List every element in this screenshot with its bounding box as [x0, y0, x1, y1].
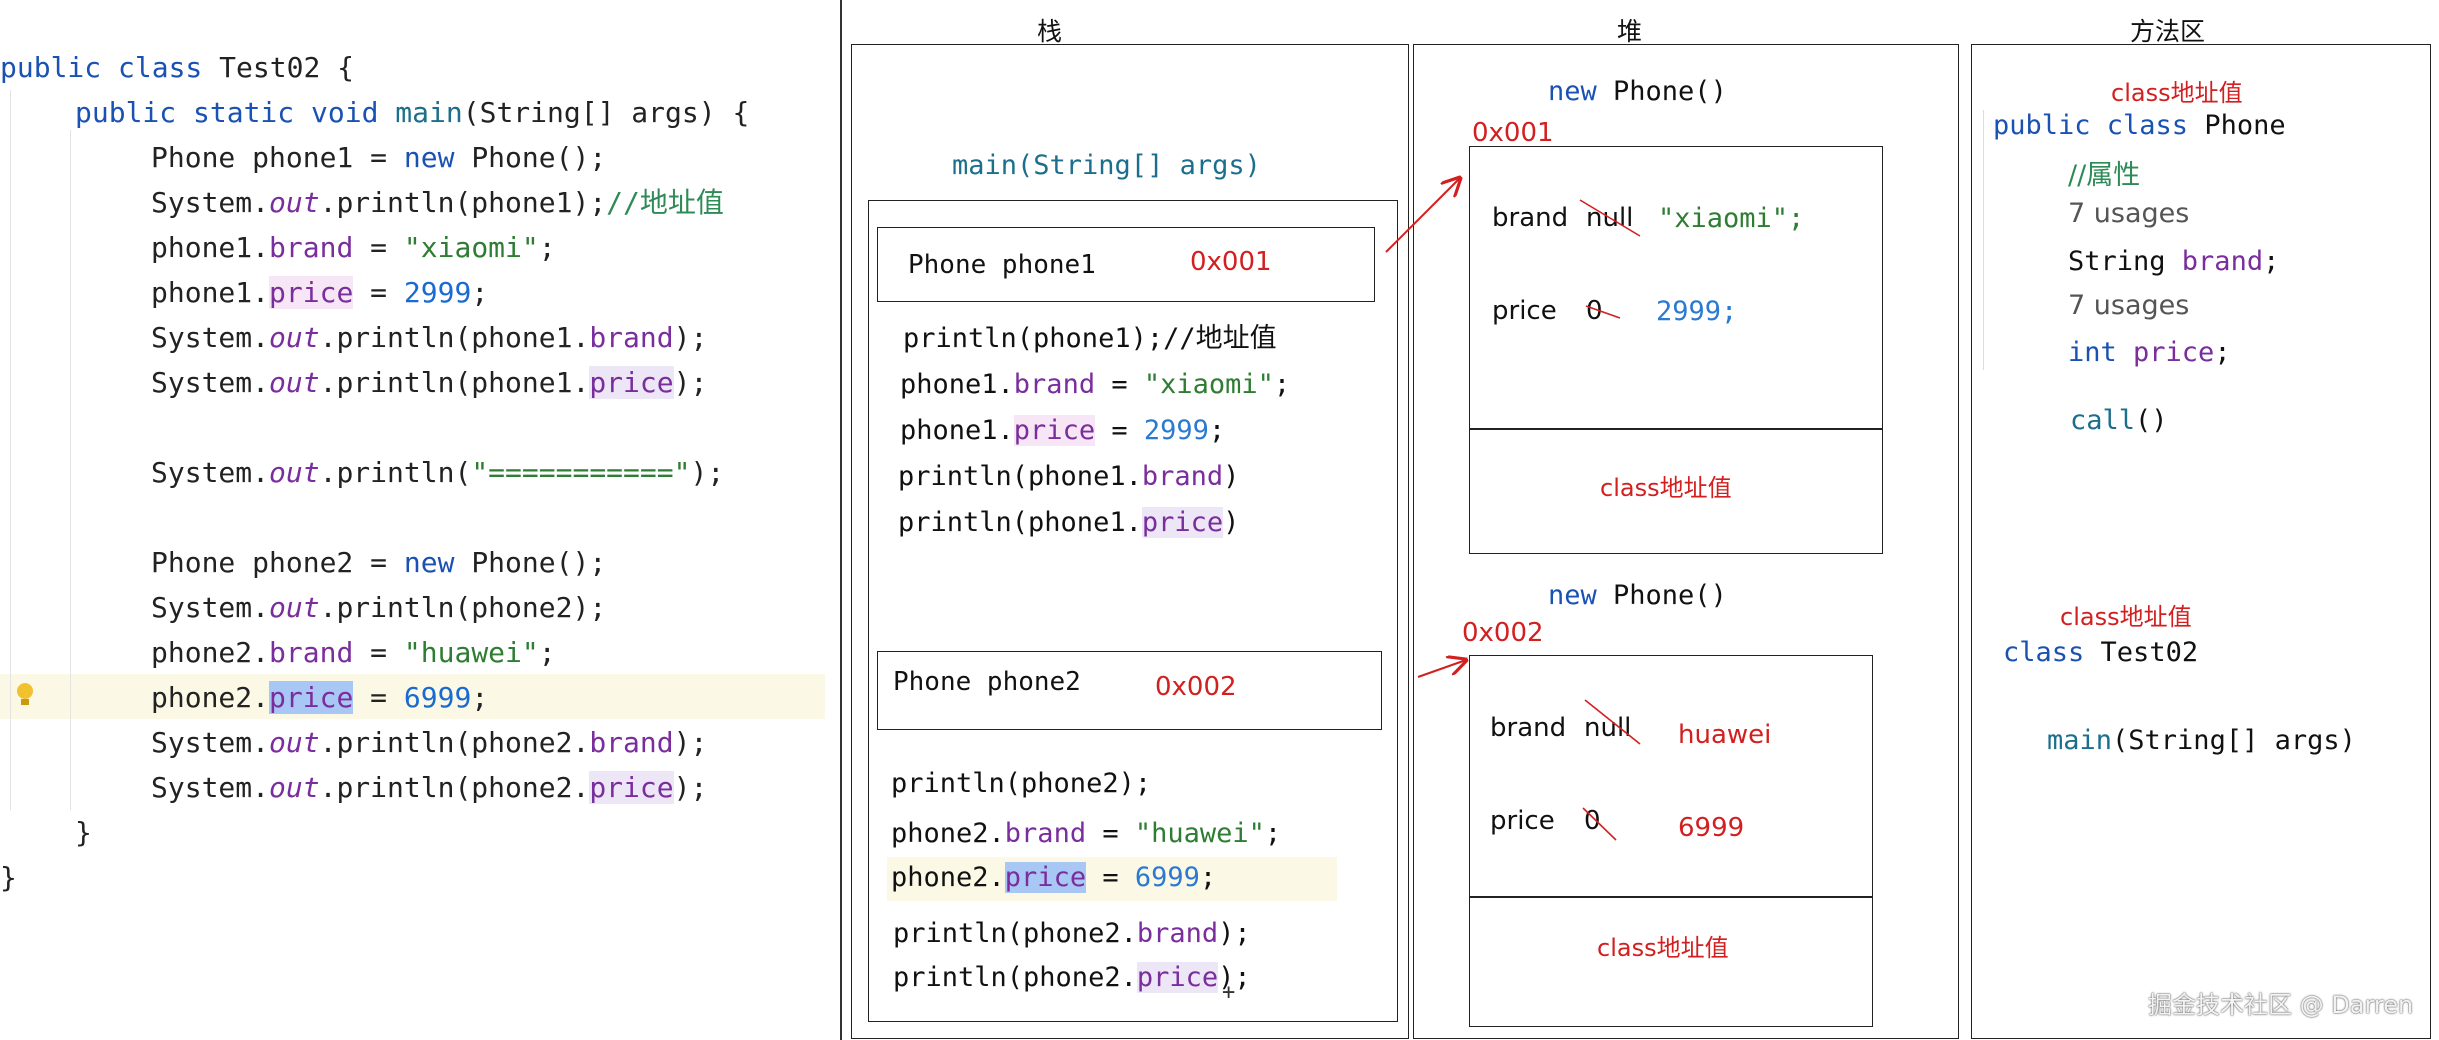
- watermark: 掘金技术社区 @ Darren: [2148, 991, 2414, 1019]
- class-guide: [1983, 110, 1984, 370]
- strike-obj1-zero: [1585, 305, 1621, 319]
- stack-line-1-3: phone1.price = 2999;: [900, 415, 1226, 446]
- stack-line-2-4: println(phone2.brand);: [893, 918, 1251, 949]
- stack-area: [851, 44, 1409, 1039]
- obj1-brand-label: brand: [1492, 203, 1569, 233]
- stack-line-2-3: phone2.price = 6999;: [891, 862, 1217, 893]
- stack-line-1-1: println(phone1);//地址值: [903, 323, 1277, 354]
- stack-line-1-4: println(phone1.brand): [898, 461, 1240, 492]
- phone-class-decl: public class Phone: [1993, 110, 2286, 141]
- var-phone1-decl: Phone phone1: [908, 250, 1096, 280]
- code-line[interactable]: Phone phone2 = new Phone();: [151, 546, 607, 579]
- stack-line-1-5: println(phone1.price): [898, 507, 1240, 538]
- test-class-addr: class地址值: [2060, 603, 2192, 631]
- obj1-header: new Phone(): [1548, 76, 1727, 107]
- var-phone1-addr: 0x001: [1190, 247, 1272, 277]
- stack-current-line-highlight: [887, 857, 1337, 901]
- obj1-price-old: 0: [1586, 296, 1603, 326]
- heap-title: 堆: [1617, 17, 1643, 46]
- code-line[interactable]: System.out.println("===========");: [151, 456, 725, 489]
- obj2-price-label: price: [1490, 806, 1555, 836]
- arrow-phone2-to-obj2: [1417, 660, 1466, 678]
- var-phone1-box: [877, 227, 1375, 302]
- obj1-price-new: 2999;: [1656, 296, 1738, 327]
- panel-divider: [840, 0, 842, 1040]
- strike-obj1-null: [1579, 199, 1641, 237]
- phone-method-call: call(): [2070, 405, 2168, 436]
- code-line[interactable]: System.out.println(phone1.price);: [151, 366, 708, 399]
- code-line[interactable]: public class Test02 {: [0, 51, 355, 84]
- main-stack-frame: [868, 200, 1398, 1022]
- obj1-price-label: price: [1492, 296, 1557, 326]
- stack-line-2-1: println(phone2);: [891, 768, 1152, 799]
- stack-line-2-5: println(phone2.price);: [893, 962, 1251, 993]
- code-line[interactable]: phone1.brand = "xiaomi";: [151, 231, 556, 264]
- code-line[interactable]: System.out.println(phone2.price);: [151, 771, 708, 804]
- code-editor[interactable]: public class Test02 { public static void…: [0, 0, 830, 1040]
- arrow-phone1-to-obj1: [1385, 178, 1460, 253]
- var-phone2-addr: 0x002: [1155, 672, 1237, 702]
- code-line[interactable]: }: [75, 816, 92, 849]
- code-line[interactable]: Phone phone1 = new Phone();: [151, 141, 607, 174]
- phone-usages-2: 7 usages: [2068, 290, 2190, 321]
- obj1-brand-new: "xiaomi";: [1658, 203, 1805, 234]
- code-line[interactable]: System.out.println(phone1);//地址值: [151, 186, 724, 219]
- stack-frame-label: main(String[] args): [952, 150, 1261, 181]
- phone-object-2: [1469, 655, 1873, 1027]
- stack-line-1-2: phone1.brand = "xiaomi";: [900, 369, 1291, 400]
- code-line[interactable]: System.out.println(phone1.brand);: [151, 321, 708, 354]
- obj1-addr: 0x001: [1472, 118, 1554, 148]
- heap-area: [1413, 44, 1959, 1039]
- obj2-price-new: 6999: [1678, 813, 1745, 843]
- phone-class-comment: //属性: [2068, 160, 2141, 191]
- code-line[interactable]: System.out.println(phone2.brand);: [151, 726, 708, 759]
- code-line[interactable]: System.out.println(phone2);: [151, 591, 607, 624]
- obj2-brand-label: brand: [1490, 713, 1567, 743]
- indent-guide: [10, 90, 11, 810]
- method-area: [1971, 44, 2431, 1039]
- stack-line-2-2: phone2.brand = "huawei";: [891, 818, 1282, 849]
- phone-field-price: int price;: [2068, 337, 2231, 368]
- test-main-method: main(String[] args): [2047, 725, 2356, 756]
- code-line[interactable]: public static void main(String[] args) {: [75, 96, 750, 129]
- obj2-brand-new: huawei: [1678, 720, 1772, 750]
- test-class-decl: class Test02: [2003, 637, 2199, 668]
- code-line[interactable]: phone1.price = 2999;: [151, 276, 489, 309]
- obj2-divider: [1469, 896, 1873, 898]
- code-line[interactable]: phone2.brand = "huawei";: [151, 636, 556, 669]
- strike-obj2-null: [1584, 699, 1641, 745]
- indent-guide: [70, 130, 71, 810]
- phone-field-brand: String brand;: [2068, 246, 2280, 277]
- method-area-title: 方法区: [2130, 17, 2206, 46]
- obj1-class-ref: class地址值: [1600, 474, 1732, 502]
- current-line-highlight: [0, 674, 825, 719]
- strike-obj2-zero: [1582, 807, 1617, 841]
- stack-title: 栈: [1037, 17, 1063, 46]
- code-line-current[interactable]: phone2.price = 6999;: [151, 681, 489, 714]
- var-phone2-decl: Phone phone2: [893, 667, 1081, 697]
- code-line[interactable]: }: [0, 861, 17, 894]
- lightbulb-icon[interactable]: [12, 679, 38, 711]
- obj2-addr: 0x002: [1462, 618, 1544, 648]
- phone-usages-1: 7 usages: [2068, 198, 2190, 229]
- obj2-class-ref: class地址值: [1597, 934, 1729, 962]
- phone-object-1: [1469, 146, 1883, 554]
- mouse-cursor-icon: +: [1222, 980, 1236, 1005]
- obj1-divider: [1469, 428, 1883, 430]
- obj2-header: new Phone(): [1548, 580, 1727, 611]
- phone-class-addr: class地址值: [2111, 79, 2243, 107]
- var-phone2-box: [877, 651, 1382, 730]
